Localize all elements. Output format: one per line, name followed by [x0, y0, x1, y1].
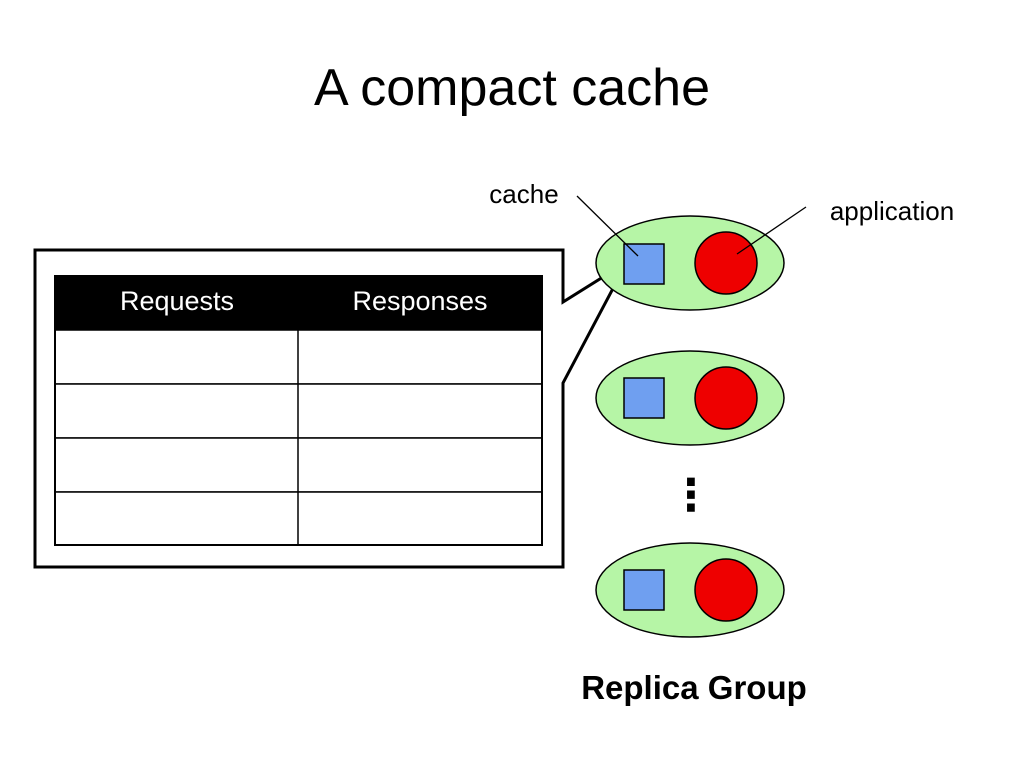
- table-header-responses: Responses: [352, 286, 487, 316]
- application-label: application: [830, 196, 954, 226]
- cache-pointer-line: [576, 195, 639, 257]
- cache-square: [623, 243, 665, 285]
- slide-title: A compact cache: [314, 59, 710, 117]
- table-outline: [54, 275, 543, 546]
- replica-group-label: Replica Group: [581, 669, 807, 706]
- replica-1: [595, 215, 785, 311]
- cache-square: [623, 377, 665, 419]
- replica-ellipsis: ⋮: [669, 471, 713, 520]
- replica-2: [595, 350, 785, 446]
- application-circle: [694, 366, 758, 430]
- table-header-row: [55, 276, 542, 330]
- application-circle: [694, 558, 758, 622]
- application-pointer-line: [736, 206, 807, 255]
- cache-square: [623, 569, 665, 611]
- replica-3: [595, 542, 785, 638]
- cache-label: cache: [489, 179, 558, 209]
- table-header-requests: Requests: [120, 286, 234, 316]
- table-body: [54, 275, 543, 546]
- cache-table: Requests Responses: [54, 275, 543, 546]
- application-circle: [694, 231, 758, 295]
